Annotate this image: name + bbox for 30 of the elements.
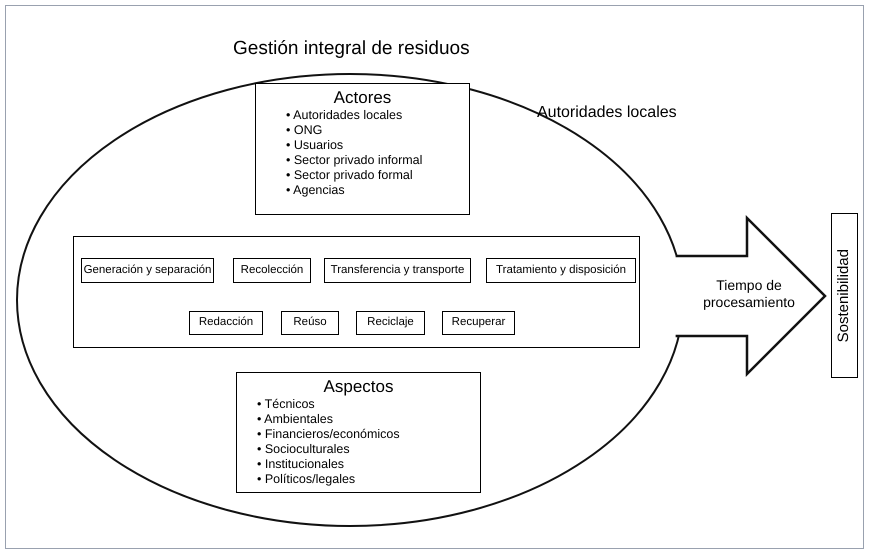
list-item: • Financieros/económicos [257, 427, 400, 442]
list-item: • Socioculturales [257, 442, 351, 457]
list-item: • Sector privado formal [286, 168, 414, 183]
diagram-heading: Gestión integral de residuos [233, 37, 470, 61]
list-box [255, 83, 470, 215]
box-heading: Aspectos [324, 377, 394, 397]
process-box: Recuperar [442, 311, 515, 335]
list-item: • Institucionales [257, 457, 346, 472]
process-box: Recolección [233, 258, 311, 283]
box-heading: Actores [334, 88, 392, 108]
list-item: • Agencias [286, 183, 346, 198]
process-panel [73, 236, 640, 348]
list-item: • Políticos/legales [257, 472, 356, 487]
region-label: Autoridades locales [537, 103, 677, 123]
process-box: Generación y separación [81, 258, 214, 283]
process-box: Reciclaje [356, 311, 425, 335]
list-item: • Ambientales [257, 412, 334, 427]
list-item: • Técnicos [257, 397, 316, 412]
list-box [236, 372, 481, 493]
process-box: Tratamiento y disposición [486, 258, 636, 283]
list-item: • ONG [286, 123, 324, 138]
process-box: Redacción [189, 311, 263, 335]
process-box: Transferencia y transporte [324, 258, 471, 283]
list-item: • Sector privado informal [286, 153, 422, 168]
outcome-box: Sostenibilidad [831, 213, 858, 378]
list-item: • Autoridades locales [286, 108, 404, 123]
list-item: • Usuarios [286, 138, 344, 153]
block-arrow [674, 214, 827, 378]
process-box: Reúso [281, 311, 339, 335]
edge-label: Tiempo de procesamiento [702, 277, 796, 311]
